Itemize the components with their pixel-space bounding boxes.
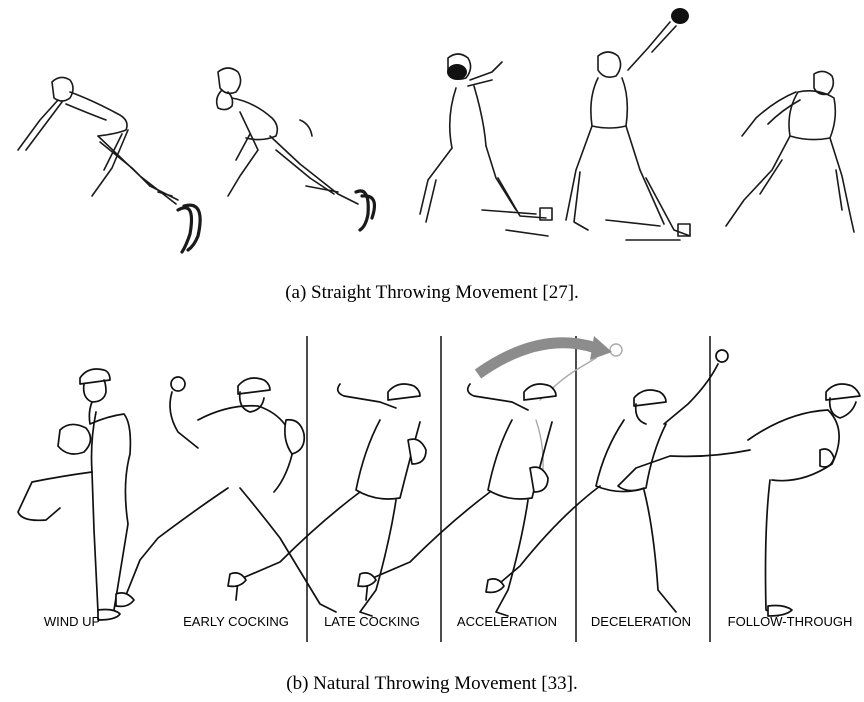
straight-throw-figure-5 — [726, 71, 854, 232]
phase-labels: WIND UP EARLY COCKING LATE COCKING ACCEL… — [44, 614, 853, 629]
straight-throw-figure-1 — [18, 77, 200, 252]
acceleration-arrowhead-icon — [590, 336, 612, 360]
pitcher-early-cocking — [116, 377, 336, 612]
phase-label-late-cocking: LATE COCKING — [324, 614, 420, 629]
pitcher-deceleration — [486, 350, 728, 612]
straight-throw-figure-4 — [566, 8, 690, 240]
pitcher-follow-through — [618, 384, 860, 616]
panel-a-caption: (a) Straight Throwing Movement [27]. — [285, 282, 579, 303]
pitcher-wind-up — [18, 369, 130, 620]
pitcher-late-cocking — [228, 384, 426, 616]
phase-label-follow-through: FOLLOW-THROUGH — [728, 614, 853, 629]
phase-label-early-cocking: EARLY COCKING — [183, 614, 289, 629]
phase-label-wind-up: WIND UP — [44, 614, 100, 629]
panel-a-sketches — [18, 8, 854, 252]
straight-throw-figure-3 — [420, 54, 552, 236]
panel-b-caption: (b) Natural Throwing Movement [33]. — [286, 673, 577, 694]
phase-label-acceleration: ACCELERATION — [457, 614, 557, 629]
phase-label-deceleration: DECELERATION — [591, 614, 691, 629]
straight-throw-figure-2 — [217, 68, 375, 230]
panel-b-illustration — [18, 336, 860, 642]
